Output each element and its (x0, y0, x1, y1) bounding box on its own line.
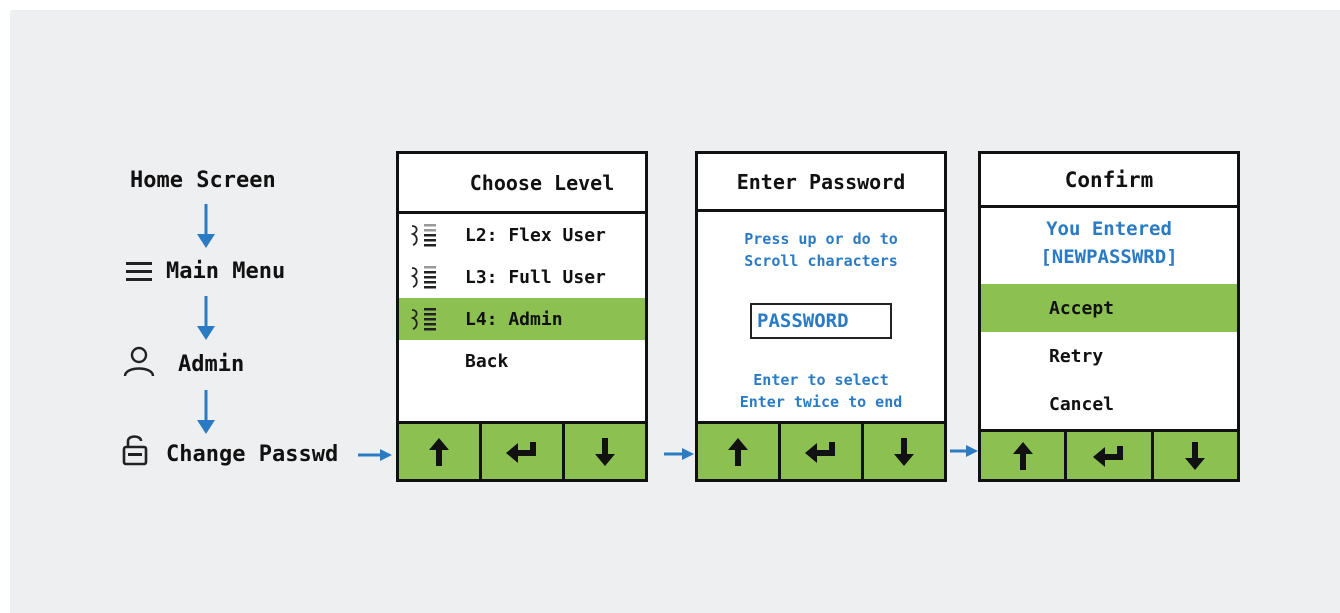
enter-password-screen: Enter Password Press up or do to Scroll … (695, 151, 947, 482)
entered-label: You Entered (1046, 218, 1172, 240)
option-label: Accept (1049, 297, 1115, 319)
down-button[interactable] (1150, 432, 1237, 479)
flow-step-home-screen: Home Screen (130, 168, 276, 193)
flow-step-admin: Admin (178, 352, 245, 377)
diagram-canvas: Home Screen Main Menu Admin Change Passw… (10, 10, 1340, 613)
footer-instruction-text: Enter to select (753, 371, 889, 389)
menu-item-l4-admin[interactable]: L4: Admin (399, 298, 645, 340)
flow-step-main-menu: Main Menu (166, 259, 286, 284)
right-arrow-connector (664, 448, 694, 460)
screen-title: Enter Password (698, 154, 944, 212)
down-arrow-icon (894, 437, 914, 466)
right-arrow-connector (950, 445, 978, 457)
up-button[interactable] (698, 424, 778, 479)
menu-item-label: L2: Flex User (465, 224, 606, 246)
hamburger-menu-icon (126, 262, 152, 281)
enter-button[interactable] (479, 424, 562, 479)
option-accept[interactable]: Accept (981, 284, 1237, 332)
menu-item-label: L3: Full User (465, 266, 606, 288)
up-arrow-icon (429, 437, 449, 466)
up-arrow-icon (1012, 441, 1033, 470)
down-arrow-icon (1185, 441, 1206, 470)
level-icon (410, 266, 436, 289)
enter-icon (1092, 445, 1123, 467)
down-arrow-connector (197, 296, 215, 340)
down-button[interactable] (861, 424, 944, 479)
down-arrow-icon (595, 437, 615, 466)
right-arrow-connector (358, 449, 392, 461)
keypad (698, 421, 944, 479)
down-arrow-connector (197, 204, 215, 248)
option-label: Retry (1049, 345, 1104, 367)
option-retry[interactable]: Retry (981, 334, 1237, 378)
confirm-screen: Confirm You Entered [NEWPASSWRD] Accept … (978, 151, 1240, 482)
menu-item-back[interactable]: Back (399, 340, 645, 382)
entered-password: [NEWPASSWRD] (1040, 246, 1178, 268)
user-icon (123, 346, 155, 377)
menu-item-l3-full-user[interactable]: L3: Full User (399, 256, 645, 298)
level-icon (410, 308, 436, 331)
instruction-text: Scroll characters (744, 252, 898, 270)
up-arrow-icon (728, 437, 748, 466)
enter-icon (506, 441, 536, 463)
choose-level-screen: Choose Level L2: Flex User L3: Full (396, 151, 648, 482)
password-input[interactable]: PASSWORD (750, 303, 892, 339)
option-cancel[interactable]: Cancel (981, 382, 1237, 426)
keypad (981, 429, 1237, 479)
screen-title: Choose Level (399, 154, 645, 214)
up-button[interactable] (981, 432, 1064, 479)
menu-item-label: Back (465, 350, 509, 372)
screen-title: Confirm (981, 154, 1237, 208)
menu-item-l2-flex-user[interactable]: L2: Flex User (399, 214, 645, 256)
up-button[interactable] (399, 424, 479, 479)
down-arrow-connector (197, 390, 215, 434)
instruction-text: Press up or do to (744, 230, 898, 248)
down-button[interactable] (562, 424, 645, 479)
keypad (399, 421, 645, 479)
option-label: Cancel (1049, 393, 1115, 415)
flow-step-change-passwd: Change Passwd (166, 442, 339, 467)
lock-icon (122, 435, 148, 466)
enter-button[interactable] (778, 424, 861, 479)
menu-item-label: L4: Admin (465, 308, 563, 330)
enter-button[interactable] (1064, 432, 1150, 479)
enter-icon (805, 441, 835, 463)
footer-instruction-text: Enter twice to end (739, 393, 903, 411)
password-value: PASSWORD (757, 310, 849, 332)
level-icon (410, 224, 436, 247)
